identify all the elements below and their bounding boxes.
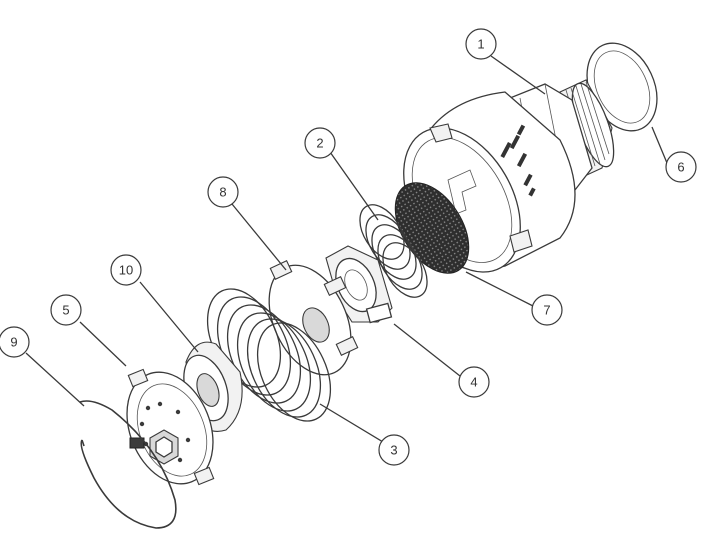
- callout-8: 8: [207, 176, 239, 208]
- callout-5: 5: [50, 294, 82, 326]
- callout-10: 10: [110, 254, 142, 286]
- callout-9: 9: [0, 326, 30, 358]
- part-5-end-plate: [126, 368, 215, 486]
- callout-9-label: 9: [10, 335, 17, 350]
- callout-1: 1: [465, 28, 497, 60]
- callout-5-label: 5: [62, 303, 69, 318]
- callout-7-label: 7: [543, 303, 550, 318]
- callout-4-label: 4: [470, 375, 477, 390]
- part-9-retaining-ring: [79, 400, 177, 529]
- callout-8-label: 8: [219, 185, 226, 200]
- leader-lines: [25, 55, 668, 443]
- callout-4: 4: [458, 366, 490, 398]
- callout-10-label: 10: [119, 263, 133, 278]
- part-8-plate: [268, 260, 359, 376]
- callout-6: 6: [665, 151, 697, 183]
- callout-2: 2: [304, 127, 336, 159]
- callout-3-label: 3: [390, 443, 397, 458]
- callout-1-label: 1: [477, 37, 484, 52]
- callout-2-label: 2: [316, 136, 323, 151]
- part-2-small-spring: [359, 204, 428, 298]
- callout-6-label: 6: [677, 160, 684, 175]
- callout-7: 7: [531, 294, 563, 326]
- callout-3: 3: [378, 434, 410, 466]
